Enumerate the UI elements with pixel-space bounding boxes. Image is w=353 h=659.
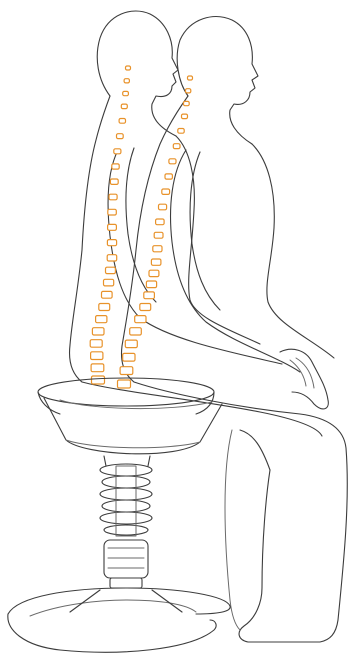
vertebra	[108, 209, 117, 215]
vertebra	[119, 119, 125, 124]
column-base	[104, 540, 148, 578]
vertebra	[106, 267, 116, 273]
vertebra	[146, 281, 156, 288]
vertebra	[91, 364, 104, 372]
base-ring	[8, 588, 230, 614]
vertebra	[118, 380, 131, 388]
vertebra	[154, 232, 163, 238]
vertebra	[120, 367, 133, 375]
vertebra	[123, 91, 129, 95]
vertebra	[159, 204, 167, 210]
vertebra	[102, 291, 113, 298]
vertebra	[90, 340, 102, 348]
vertebra	[107, 240, 116, 246]
vertebra	[178, 129, 184, 134]
vertebra	[109, 194, 117, 200]
front-spine	[118, 76, 193, 388]
vertebra	[96, 316, 107, 323]
vertebra	[123, 353, 135, 361]
vertebra	[91, 352, 103, 360]
vertebra	[92, 376, 105, 384]
vertebra	[107, 255, 117, 261]
vertebra	[162, 189, 170, 194]
vertebra	[108, 224, 117, 230]
vertebra	[126, 66, 131, 70]
vertebra	[182, 114, 188, 119]
vertebra	[124, 79, 129, 83]
vertebra	[110, 179, 118, 184]
vertebra	[114, 149, 121, 154]
stool	[8, 378, 230, 652]
rear-spine	[90, 66, 130, 384]
vertebra	[165, 174, 172, 179]
vertebra	[135, 316, 146, 323]
vertebra	[173, 144, 180, 149]
vertebra	[156, 219, 165, 225]
vertebra	[121, 104, 127, 109]
vertebra	[112, 164, 119, 169]
vertebra	[144, 292, 155, 299]
vertebra	[99, 304, 110, 311]
rear-figure	[70, 11, 323, 436]
vertebra	[104, 279, 114, 286]
vertebra	[184, 101, 190, 105]
vertebra	[151, 259, 161, 265]
vertebra	[117, 134, 124, 139]
vertebra	[140, 304, 151, 311]
vertebra	[153, 246, 162, 252]
vertebra	[186, 89, 191, 93]
vertebra	[169, 159, 176, 164]
vertebra	[130, 328, 142, 335]
vertebra	[188, 76, 193, 80]
vertebra	[149, 270, 159, 276]
front-figure	[122, 17, 348, 642]
spring	[100, 464, 152, 536]
vertebra	[92, 328, 104, 335]
vertebra	[125, 340, 137, 348]
